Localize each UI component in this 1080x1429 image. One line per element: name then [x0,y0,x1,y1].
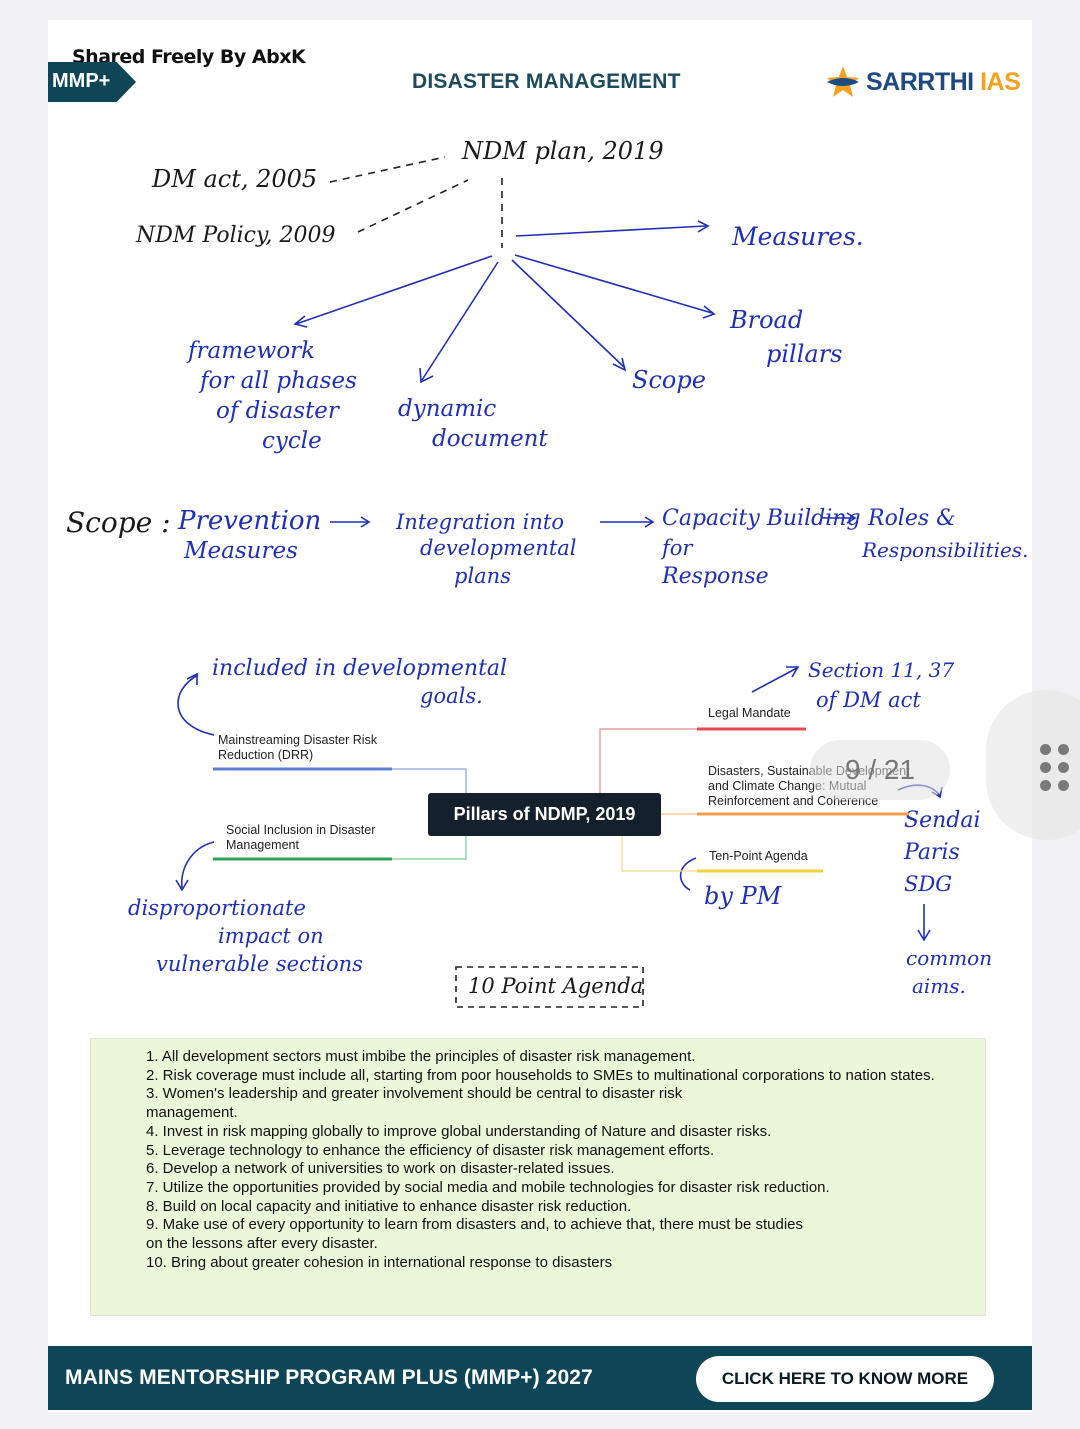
logo-main-text: SARRTHI [866,67,974,96]
note-vulnerable: vulnerable sections [156,952,363,976]
document-title: DISASTER MANAGEMENT [412,70,681,93]
note-section-2: of DM act [816,688,921,712]
note-framework-2: for all phases [200,368,357,394]
note-impact: impact on [218,924,324,948]
mmp-badge: MMP+ [48,62,136,102]
note-prevention-2: Measures [184,538,298,564]
note-disproportionate: disproportionate [128,896,306,920]
mindmap-center-node: Pillars of NDMP, 2019 [428,793,661,836]
note-capacity-3: Response [662,564,769,589]
note-included-2: goals. [420,684,483,708]
note-scope-branch: Scope [632,366,706,394]
note-pillars: pillars [766,340,843,368]
note-broad: Broad [730,306,804,334]
agenda-item: 10. Bring about greater cohesion in inte… [146,1253,613,1271]
mindmap-node-mainstreaming: Mainstreaming Disaster Risk Reduction (D… [218,733,378,762]
grid-dots-icon[interactable] [1040,744,1074,792]
note-roles-2: Responsibilities. [862,538,1029,562]
note-integration-3: plans [454,564,511,588]
note-measures: Measures. [732,222,864,251]
note-document: document [432,426,548,452]
note-framework: framework [188,338,316,364]
note-ten-point: 10 Point Agenda [468,974,644,998]
note-roles: Roles & [868,506,956,531]
agenda-item: 7. Utilize the opportunities provided by… [146,1178,830,1196]
mindmap-node-social-inclusion: Social Inclusion in Disaster Management [226,823,376,852]
star-logo-icon [827,66,859,97]
note-sendai: Sendai [904,808,981,833]
footer-program-title: MAINS MENTORSHIP PROGRAM PLUS (MMP+) 202… [65,1366,593,1389]
agenda-item: 1. All development sectors must imbibe t… [146,1048,696,1065]
note-section: Section 11, 37 [808,658,955,682]
note-capacity-2: for [662,536,693,560]
ten-point-agenda-list: 1. All development sectors must imbibe t… [146,1048,966,1272]
agenda-box [90,1038,986,1316]
note-ndm-policy: NDM Policy, 2009 [136,223,336,248]
agenda-item: 2. Risk coverage must include all, start… [146,1066,935,1084]
note-paris: Paris [904,840,960,865]
mindmap-node-ten-point: Ten-Point Agenda [709,849,808,863]
shared-watermark: Shared Freely By AbxK [72,46,306,68]
note-dynamic: dynamic [398,396,497,422]
mindmap-node-legal-mandate: Legal Mandate [708,706,791,720]
agenda-item: 5. Leverage technology to enhance the ef… [146,1141,715,1159]
know-more-button[interactable]: CLICK HERE TO KNOW MORE [696,1356,994,1402]
agenda-item: 9. Make use of every opportunity to lear… [146,1216,804,1253]
note-integration: Integration into [396,510,565,534]
note-integration-2: developmental [420,536,577,560]
agenda-item: 8. Build on local capacity and initiativ… [146,1197,632,1215]
note-dm-act: DM act, 2005 [152,165,318,193]
note-scope-label: Scope : [66,506,171,539]
note-framework-4: cycle [262,428,322,454]
note-by-pm: by PM [704,882,782,910]
note-framework-3: of disaster [216,398,339,424]
note-included: included in developmental [212,656,508,681]
agenda-item: 4. Invest in risk mapping globally to im… [146,1122,772,1140]
note-capacity: Capacity Building [662,506,861,531]
note-ndm-plan: NDM plan, 2019 [462,137,664,165]
note-sdg: SDG [904,872,952,896]
logo-accent-text: IAS [980,67,1021,96]
agenda-item: 3. Women's leadership and greater involv… [146,1085,683,1122]
page-indicator: 9 / 21 [810,740,950,800]
note-aims: aims. [912,974,966,998]
agenda-item: 6. Develop a network of universities to … [146,1160,615,1178]
footer-banner[interactable]: MAINS MENTORSHIP PROGRAM PLUS (MMP+) 202… [48,1346,1032,1410]
note-prevention: Prevention [178,506,322,536]
sarrthi-logo: SARRTHI IAS [824,64,1021,100]
note-common: common [906,946,993,970]
